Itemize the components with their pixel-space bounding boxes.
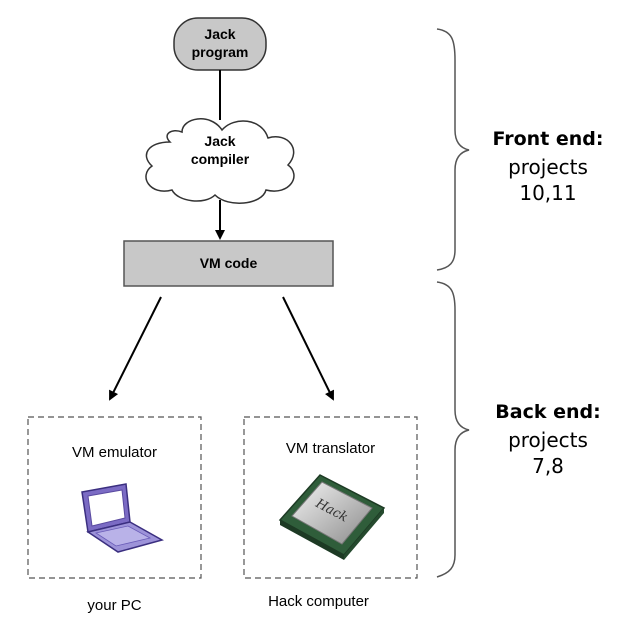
back-end-projects-label: projects [508,428,588,452]
jack-compiler-label-line1: Jack [204,133,236,149]
vmcode-to-emulator-arrow [109,296,162,401]
vm-emulator-label: VM emulator [71,444,158,461]
front-end-projects-numbers: 10,11 [519,181,577,205]
your-pc-label: your PC [87,597,142,614]
back-end-projects-numbers: 7,8 [532,454,564,478]
jack-compiler-label-line2: compiler [190,151,250,167]
front-end-annotation: Front end: projects 10,11 [478,128,618,206]
vm-emulator-container [27,416,202,579]
front-end-projects-label: projects [508,155,588,179]
vm-code-node [123,240,334,287]
cpu-chip-icon [278,474,386,560]
jack-compiler-cloud [145,118,295,204]
jack-program-label-line1: Jack [204,26,236,42]
laptop-icon [81,483,164,553]
vm-translator-container [243,416,418,579]
back-end-title: Back end: [495,401,601,423]
vmcode-to-translator-arrow [282,296,334,401]
front-end-title: Front end: [492,128,604,150]
hack-computer-label: Hack computer [268,593,369,610]
back-end-annotation: Back end: projects 7,8 [478,401,618,479]
front-end-brace [436,28,470,271]
jack-compiler-label: Jack compiler [170,132,270,168]
vm-code-label: VM code [199,255,258,271]
jack-program-label-line2: program [191,44,249,60]
jack-program-label: Jack program [174,25,266,61]
vm-translator-label: VM translator [285,440,376,457]
back-end-brace [436,281,470,578]
